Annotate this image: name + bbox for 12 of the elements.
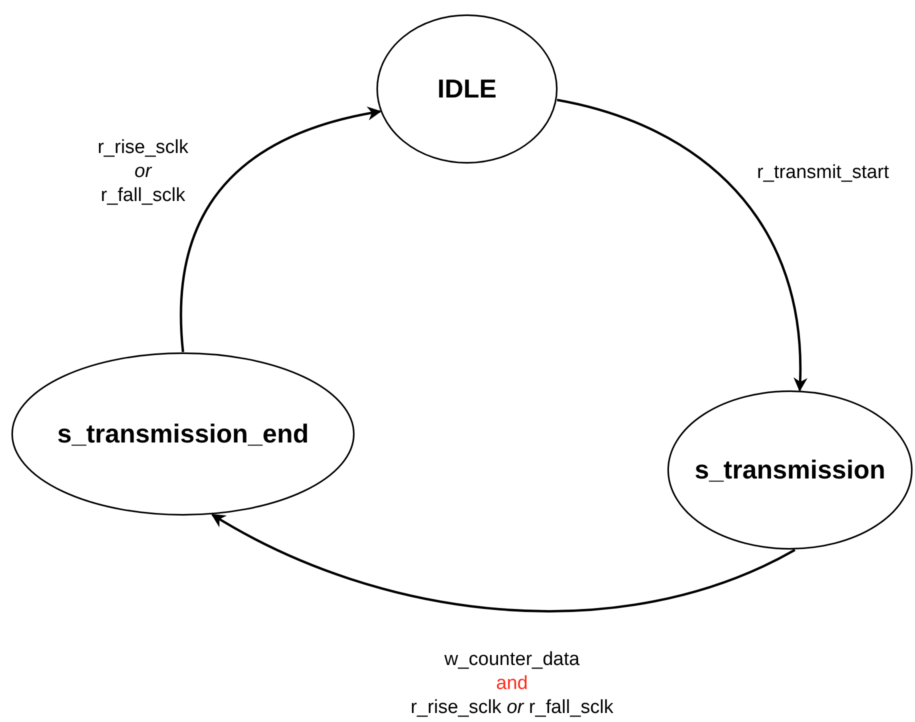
state-name: s_transmission [694,454,886,486]
edge-label: r_transmit_start [757,161,889,185]
edge-label: w_counter_data and r_rise_sclk or r_fall_sclk [410,648,614,720]
state-name: IDLE [437,74,497,104]
state-ellipse [11,352,355,516]
transition-arrow [556,98,807,392]
state-ellipse [376,14,558,164]
state-ellipse [667,390,913,550]
edge-label: r_rise_sclk or r_fall_sclk [98,136,188,208]
state-name: s_transmission_end [57,418,309,450]
transition-arrow [211,514,796,612]
transition-arrow [180,107,382,352]
